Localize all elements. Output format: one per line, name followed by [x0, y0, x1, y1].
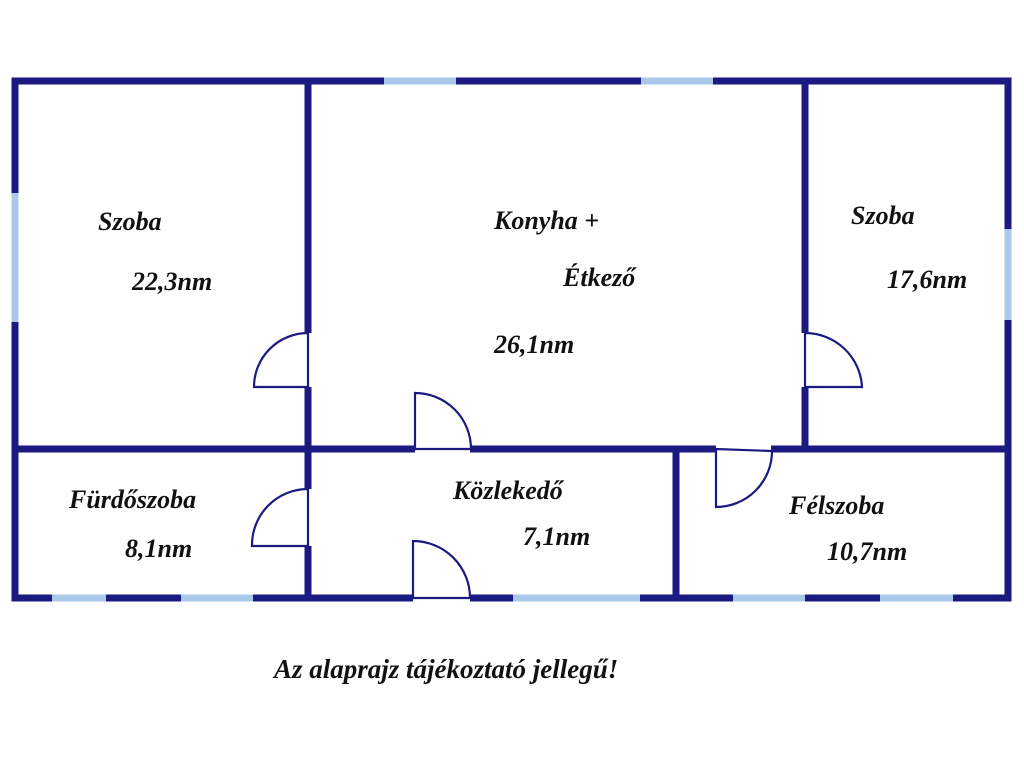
room-szoba-right-area: 17,6nm: [887, 265, 967, 294]
door-szoba-right: [803, 331, 864, 389]
room-konyha-name-line1: Konyha +: [493, 206, 599, 235]
room-szoba-left-area: 22,3nm: [131, 267, 212, 296]
room-kozlekedo-name: Közlekedő: [452, 476, 565, 505]
room-felszoba-area: 10,7nm: [827, 537, 907, 566]
room-furdoszoba-area: 8,1nm: [125, 534, 192, 563]
room-felszoba-name: Félszoba: [788, 491, 884, 520]
room-kozlekedo-area: 7,1nm: [523, 522, 590, 551]
doors: [250, 331, 864, 603]
room-szoba-right-name: Szoba: [851, 201, 915, 230]
door-entrance: [411, 539, 472, 600]
windows: [11, 77, 1012, 602]
room-furdoszoba-name: Fürdőszoba: [68, 485, 196, 514]
door-felszoba: [714, 447, 774, 509]
door-kitchen-hall: [413, 391, 473, 451]
room-labels: Szoba 22,3nm Konyha + Étkező 26,1nm Szob…: [68, 201, 967, 566]
room-konyha-area: 26,1nm: [493, 330, 574, 359]
room-szoba-left-name: Szoba: [98, 207, 162, 236]
disclaimer-note: Az alaprajz tájékoztató jellegű!: [272, 654, 618, 684]
door-szoba-left: [252, 331, 310, 389]
door-furdoszoba: [250, 487, 310, 548]
room-konyha-name-line2: Étkező: [562, 263, 637, 292]
